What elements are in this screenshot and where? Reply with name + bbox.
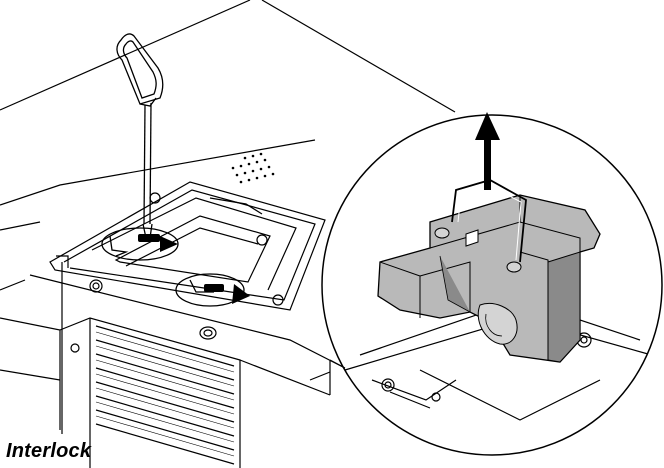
- screwdriver-icon: [116, 33, 164, 239]
- foot-screw: [199, 326, 217, 340]
- rotate-arrow-heads: [138, 234, 250, 304]
- speaker-grille: [231, 152, 275, 184]
- interlock-label: Interlock: [6, 440, 92, 462]
- rotate-arrow-icon: [101, 227, 245, 307]
- interlock-leader: [56, 255, 69, 434]
- magnify-connector: [329, 359, 346, 369]
- vent-slats: [95, 325, 235, 465]
- projector-body: [0, 0, 456, 468]
- arrow-up-icon: [475, 112, 500, 190]
- magnified-view: [321, 112, 663, 456]
- front-screw: [70, 343, 80, 353]
